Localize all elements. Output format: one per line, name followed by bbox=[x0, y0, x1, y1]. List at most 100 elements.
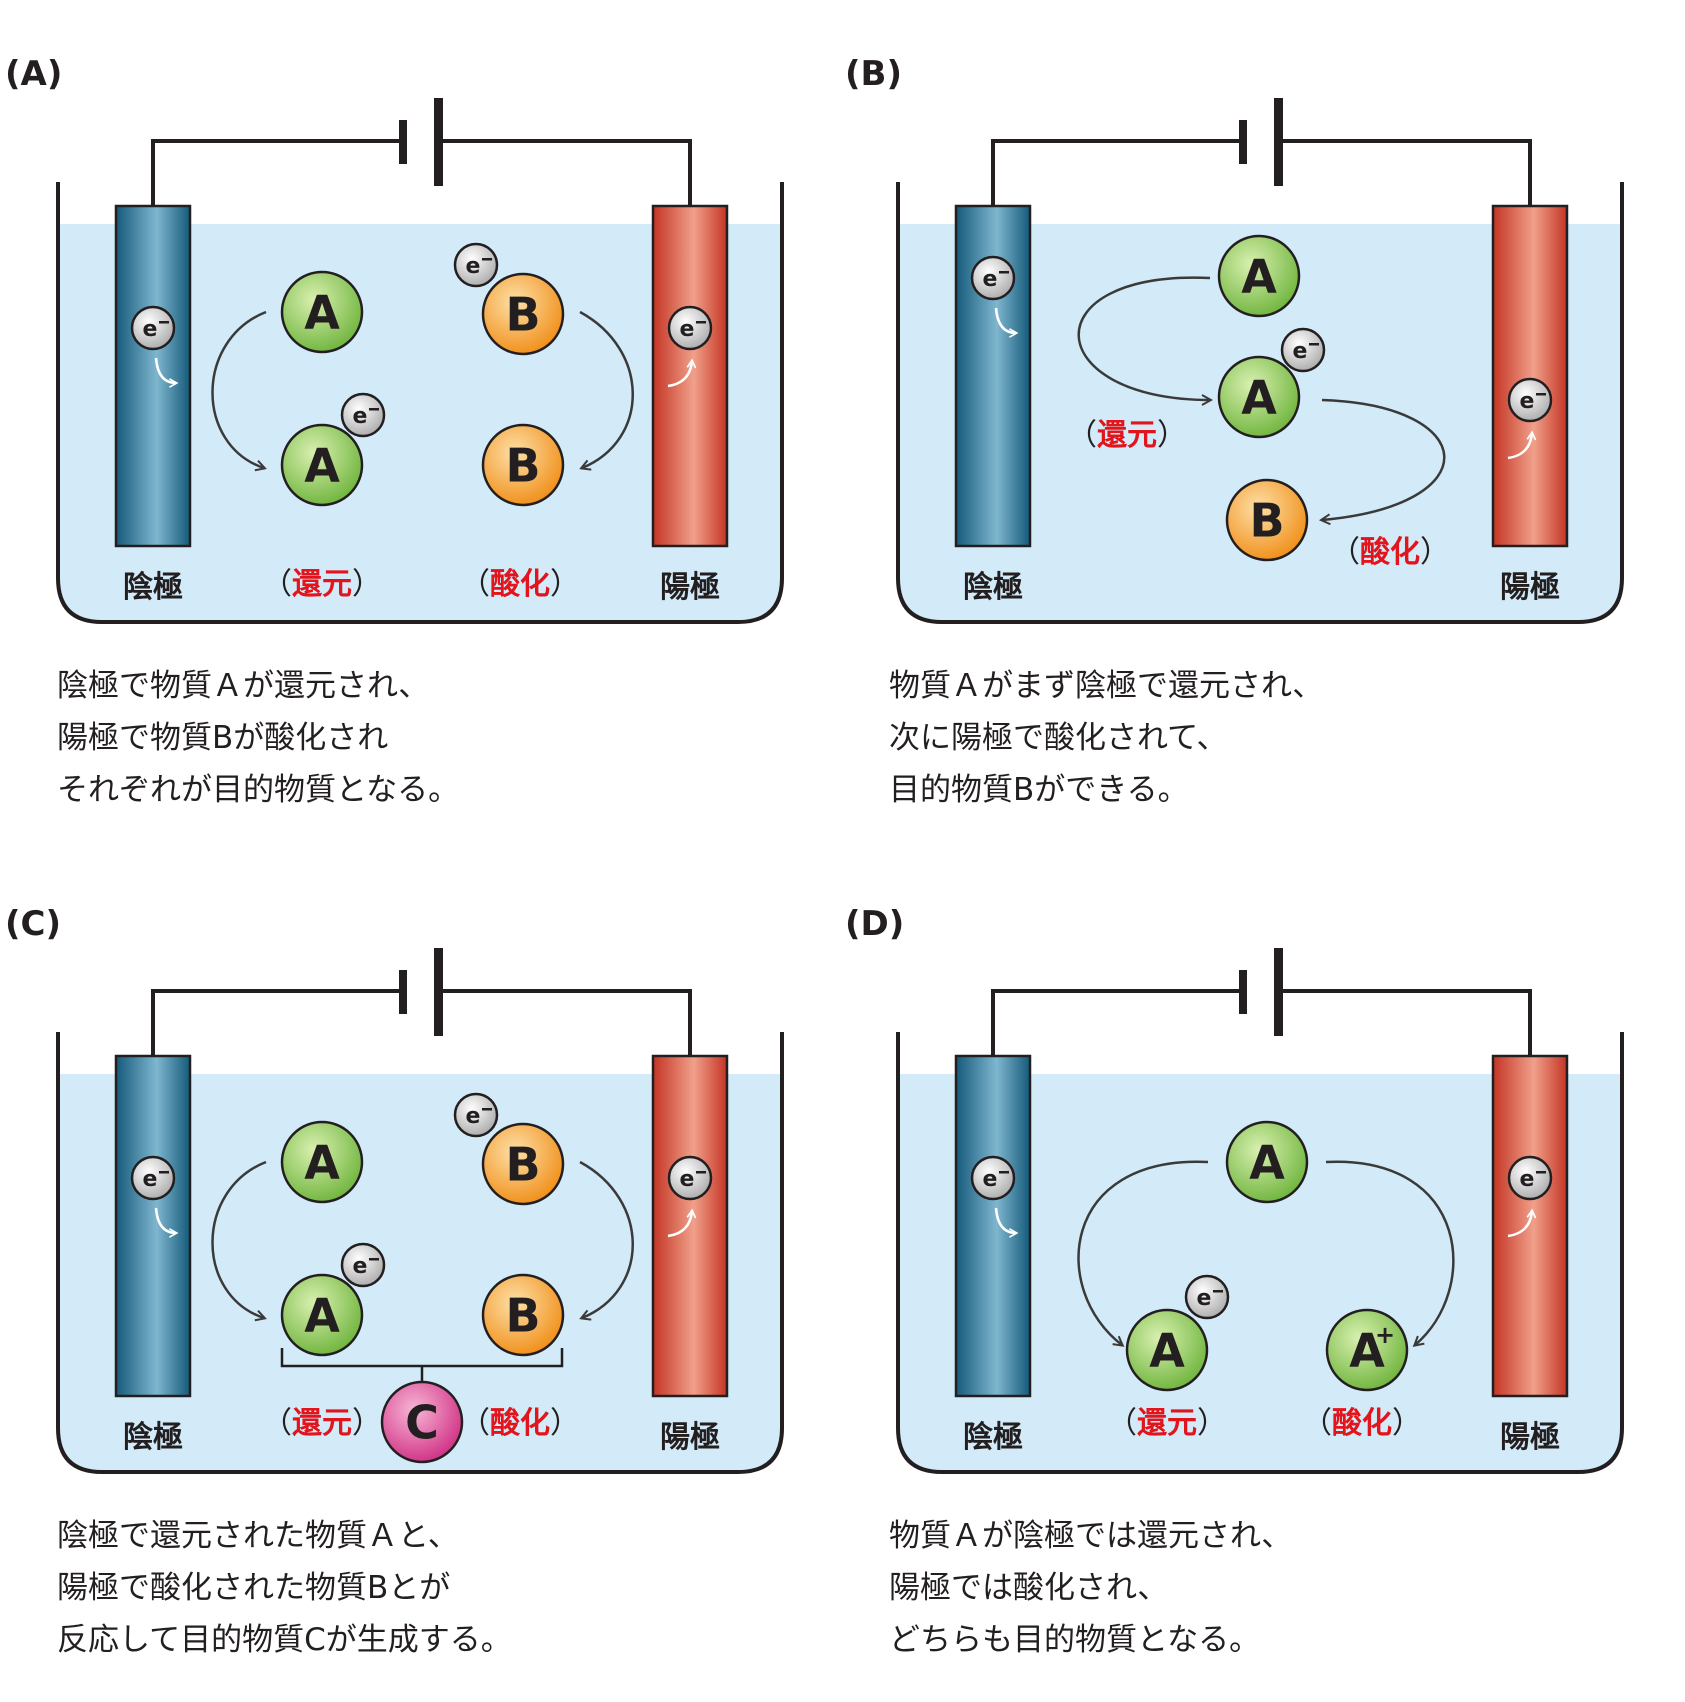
caption-line: 陽極では酸化され、 bbox=[889, 1570, 1169, 1606]
molecule-label: A bbox=[1149, 1324, 1185, 1378]
tank bbox=[896, 182, 1624, 624]
molecule-label: B bbox=[505, 288, 540, 342]
electron-minus bbox=[999, 271, 1009, 274]
electron-circle bbox=[667, 305, 713, 351]
anode-wire bbox=[1280, 989, 1532, 1056]
battery-symbol-icon bbox=[1239, 98, 1283, 186]
caption-panel-b: 物質Ａがまず陰極で還元され、 次に陽極で酸化されて、 目的物質Bができる。 bbox=[889, 660, 1323, 816]
product-bracket bbox=[280, 1348, 564, 1382]
anode-label: 陽極 bbox=[1500, 1420, 1560, 1455]
anode-electrode bbox=[651, 1054, 729, 1398]
molecule-label: A bbox=[304, 1136, 340, 1190]
electron-minus bbox=[696, 321, 706, 324]
electron-symbol: e bbox=[680, 317, 695, 342]
electron-flow-arrow bbox=[154, 1207, 176, 1233]
electron-icon: e bbox=[667, 1155, 713, 1201]
cathode-wire bbox=[991, 139, 1242, 206]
reduction-label: （還元） bbox=[1107, 1406, 1227, 1441]
electron-minus bbox=[482, 258, 492, 261]
molecule-a-reduced: A bbox=[280, 1273, 364, 1357]
molecule-circle bbox=[481, 423, 565, 507]
electron-symbol: e bbox=[143, 1167, 158, 1192]
reduction-label: （還元） bbox=[262, 567, 382, 602]
molecule-circle bbox=[481, 1273, 565, 1357]
electron-symbol: e bbox=[983, 1167, 998, 1192]
caption-line: 物質Ａが陰極では還元され、 bbox=[889, 1518, 1293, 1554]
cathode-electrode bbox=[114, 204, 192, 548]
panel-letter: (B) bbox=[845, 54, 902, 94]
electron-circle bbox=[130, 305, 176, 351]
anode-electrode bbox=[1491, 1054, 1569, 1398]
molecule-a-reduced: A bbox=[280, 423, 364, 507]
electron-minus bbox=[159, 1171, 169, 1174]
electron-minus bbox=[1309, 343, 1319, 346]
molecule-circle bbox=[1125, 1308, 1209, 1392]
cathode-wire bbox=[991, 989, 1242, 1056]
oxidation-arrow bbox=[580, 310, 634, 468]
molecule-b-oxidized: B bbox=[481, 1273, 565, 1357]
electron-circle bbox=[1507, 1155, 1553, 1201]
battery-long-plate bbox=[1274, 948, 1283, 1036]
cathode-label: 陰極 bbox=[963, 570, 1023, 605]
molecule-label: B bbox=[505, 1289, 540, 1343]
molecule-label: A bbox=[1249, 1136, 1285, 1190]
electron-flow-arrow bbox=[154, 357, 176, 383]
molecule-c: C bbox=[380, 1380, 464, 1464]
electron-icon: e bbox=[340, 1242, 386, 1288]
caption-line: 陽極で物質Bが酸化され bbox=[57, 720, 389, 756]
caption-line: 次に陽極で酸化されて、 bbox=[889, 720, 1228, 756]
molecule-a: A bbox=[1225, 1120, 1309, 1204]
electron-minus bbox=[1536, 393, 1546, 396]
electron-minus bbox=[696, 1171, 706, 1174]
caption-line: 反応して目的物質Cが生成する。 bbox=[57, 1622, 512, 1658]
caption-panel-c: 陰極で還元された物質Ａと、 陽極で酸化された物質Bとが 反応して目的物質Cが生成… bbox=[57, 1510, 512, 1666]
molecule-a: A bbox=[1217, 234, 1301, 318]
electrolyte-solution bbox=[58, 1074, 782, 1472]
electron-circle bbox=[667, 1155, 713, 1201]
reduction-label: （還元） bbox=[262, 1406, 382, 1441]
electron-circle bbox=[970, 1155, 1016, 1201]
anode-wire bbox=[440, 989, 692, 1056]
electron-circle bbox=[970, 255, 1016, 301]
oxidation-label: （酸化） bbox=[460, 567, 580, 602]
electron-flow-arrow bbox=[1507, 433, 1532, 460]
electron-minus bbox=[369, 1258, 379, 1261]
caption-line: 陰極で還元された物質Ａと、 bbox=[57, 1518, 459, 1554]
anode-label: 陽極 bbox=[660, 1420, 720, 1455]
cathode-label: 陰極 bbox=[963, 1420, 1023, 1455]
battery-long-plate bbox=[434, 948, 443, 1036]
electron-circle bbox=[340, 1242, 386, 1288]
molecule-circle bbox=[280, 1120, 364, 1204]
electron-icon: e bbox=[1507, 1155, 1553, 1201]
cathode-label: 陰極 bbox=[123, 1420, 183, 1455]
reduction-arrow bbox=[211, 310, 266, 468]
molecule-charge: + bbox=[1375, 1321, 1395, 1349]
electron-minus bbox=[999, 1171, 1009, 1174]
electron-symbol: e bbox=[466, 254, 481, 279]
electrolyte-solution bbox=[58, 224, 782, 622]
electron-flow-arrow bbox=[667, 1211, 692, 1238]
battery-short-plate bbox=[399, 120, 407, 164]
electron-symbol: e bbox=[1293, 339, 1308, 364]
panel-b: (B)陰極陽極eeAAeB（還元）（酸化） bbox=[845, 54, 1624, 624]
molecule-b-oxidized: B bbox=[481, 423, 565, 507]
electron-circle bbox=[340, 392, 386, 438]
electron-symbol: e bbox=[143, 317, 158, 342]
electron-circle bbox=[130, 1155, 176, 1201]
electron-flow-arrow bbox=[994, 307, 1016, 333]
molecule-circle bbox=[1217, 234, 1301, 318]
anode-electrode bbox=[651, 204, 729, 548]
electron-circle bbox=[1184, 1274, 1230, 1320]
electron-icon: e bbox=[667, 305, 713, 351]
electron-icon: e bbox=[1507, 377, 1553, 423]
electron-icon: e bbox=[340, 392, 386, 438]
caption-line: それぞれが目的物質となる。 bbox=[57, 772, 460, 808]
battery-symbol-icon bbox=[399, 98, 443, 186]
battery-symbol-icon bbox=[1239, 948, 1283, 1036]
molecule-label: A bbox=[304, 439, 340, 493]
electron-icon: e bbox=[130, 305, 176, 351]
molecule-circle bbox=[1225, 478, 1309, 562]
